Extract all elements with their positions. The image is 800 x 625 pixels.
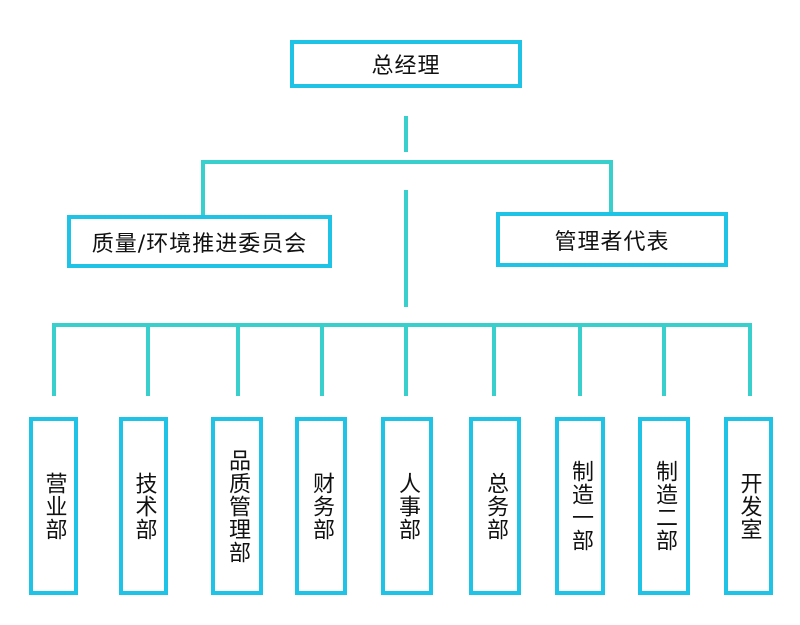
- connector-dept-drop: [578, 323, 582, 396]
- connector-dept-drop: [320, 323, 324, 396]
- department-development-box: 开发室: [724, 417, 773, 595]
- quality-environment-committee-box: 质量/环境推进委员会: [67, 215, 332, 268]
- department-label: 制造二部: [652, 460, 677, 552]
- general-manager-label: 总经理: [371, 54, 441, 79]
- department-label: 财务部: [309, 471, 334, 541]
- department-general-affairs-box: 总务部: [469, 417, 521, 595]
- department-label: 人事部: [395, 471, 420, 541]
- department-label: 营业部: [41, 471, 67, 541]
- general-manager-box: 总经理: [290, 40, 522, 88]
- quality-environment-committee-label: 质量/环境推进委员会: [91, 231, 308, 257]
- connector-dept-drop: [52, 323, 56, 396]
- connector-dept-drop: [146, 323, 150, 396]
- department-sales-box: 营业部: [29, 417, 78, 595]
- department-human-resources-box: 人事部: [381, 417, 433, 595]
- connector-dept-drop: [404, 323, 408, 396]
- department-quality-management-box: 品质管理部: [211, 417, 263, 595]
- connector-left-drop: [201, 160, 205, 217]
- department-label: 品质管理部: [225, 448, 250, 564]
- management-representative-box: 管理者代表: [496, 212, 728, 267]
- department-label: 开发室: [736, 471, 762, 541]
- connector-upper-horizontal: [201, 160, 613, 164]
- connector-right-drop: [609, 160, 613, 213]
- department-technology-box: 技术部: [119, 417, 168, 595]
- department-finance-box: 财务部: [295, 417, 347, 595]
- connector-dept-drop: [748, 323, 752, 396]
- management-representative-label: 管理者代表: [554, 229, 670, 255]
- department-label: 制造一部: [568, 460, 593, 552]
- connector-dept-drop: [662, 323, 666, 396]
- connector-top-stem: [404, 116, 408, 152]
- department-label: 技术部: [131, 471, 157, 541]
- connector-dept-drop: [492, 323, 496, 396]
- connector-dept-drop: [236, 323, 240, 396]
- department-label: 总务部: [483, 471, 508, 541]
- connector-lower-horizontal: [52, 323, 752, 327]
- department-manufacturing-1-box: 制造一部: [555, 417, 605, 595]
- connector-middle-stem: [404, 190, 408, 307]
- department-manufacturing-2-box: 制造二部: [638, 417, 690, 595]
